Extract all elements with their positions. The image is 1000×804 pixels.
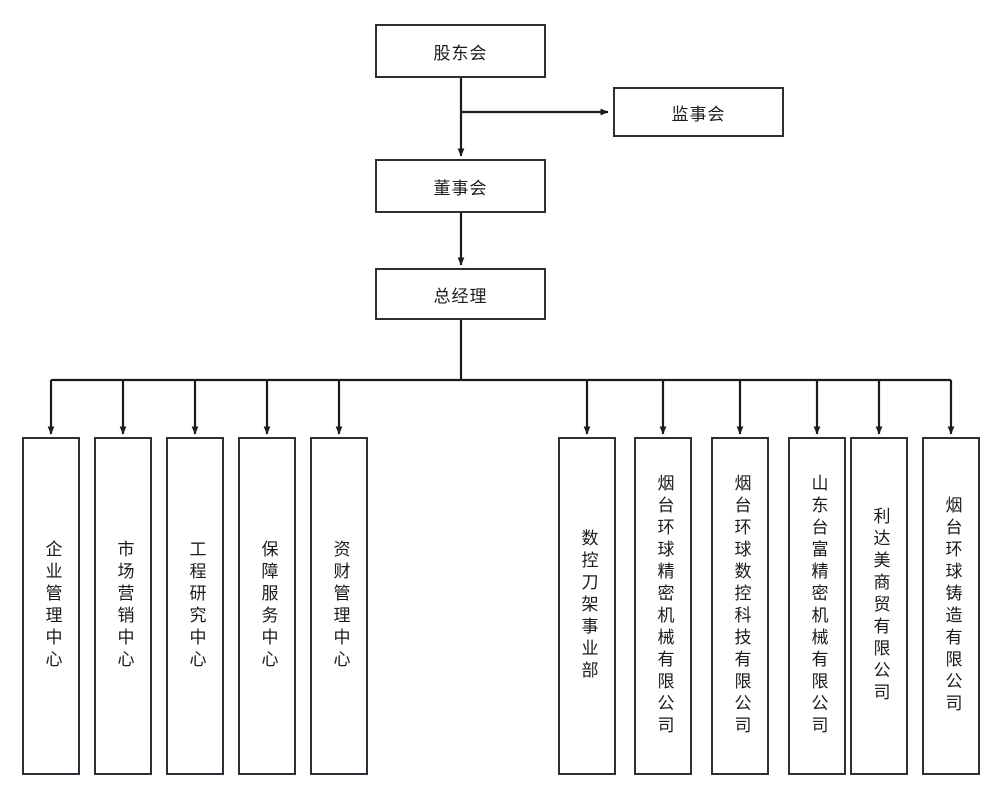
- node-general-manager-label: 总经理: [433, 286, 488, 307]
- node-subsidiary-6-label: 烟台环球铸造有限公司: [941, 496, 962, 716]
- node-subsidiary-3-label: 烟台环球数控科技有限公司: [730, 474, 751, 738]
- node-management-center-1[interactable]: 企业管理中心: [22, 437, 80, 775]
- node-general-manager[interactable]: 总经理: [375, 268, 546, 320]
- node-subsidiary-2-label: 烟台环球精密机械有限公司: [653, 474, 674, 738]
- node-subsidiary-3[interactable]: 烟台环球数控科技有限公司: [711, 437, 769, 775]
- node-management-center-2[interactable]: 市场营销中心: [94, 437, 152, 775]
- node-subsidiary-2[interactable]: 烟台环球精密机械有限公司: [634, 437, 692, 775]
- node-subsidiary-5[interactable]: 利达美商贸有限公司: [850, 437, 908, 775]
- node-subsidiary-1[interactable]: 数控刀架事业部: [558, 437, 616, 775]
- node-subsidiary-6[interactable]: 烟台环球铸造有限公司: [922, 437, 980, 775]
- node-subsidiary-4[interactable]: 山东台富精密机械有限公司: [788, 437, 846, 775]
- node-subsidiary-5-label: 利达美商贸有限公司: [869, 507, 890, 705]
- node-subsidiary-4-label: 山东台富精密机械有限公司: [807, 474, 828, 738]
- node-subsidiary-1-label: 数控刀架事业部: [577, 529, 598, 683]
- node-board-of-directors[interactable]: 董事会: [375, 159, 546, 213]
- node-management-center-4[interactable]: 保障服务中心: [238, 437, 296, 775]
- node-shareholders-meeting-label: 股东会: [433, 43, 488, 64]
- node-management-center-4-label: 保障服务中心: [257, 540, 278, 672]
- node-management-center-5-label: 资财管理中心: [329, 540, 350, 672]
- node-management-center-2-label: 市场营销中心: [113, 540, 134, 672]
- node-shareholders-meeting[interactable]: 股东会: [375, 24, 546, 78]
- node-management-center-5[interactable]: 资财管理中心: [310, 437, 368, 775]
- node-management-center-3-label: 工程研究中心: [185, 540, 206, 672]
- node-board-of-supervisors-label: 监事会: [671, 104, 726, 125]
- node-management-center-1-label: 企业管理中心: [41, 540, 62, 672]
- node-board-of-directors-label: 董事会: [433, 178, 488, 199]
- node-board-of-supervisors[interactable]: 监事会: [613, 87, 784, 137]
- node-management-center-3[interactable]: 工程研究中心: [166, 437, 224, 775]
